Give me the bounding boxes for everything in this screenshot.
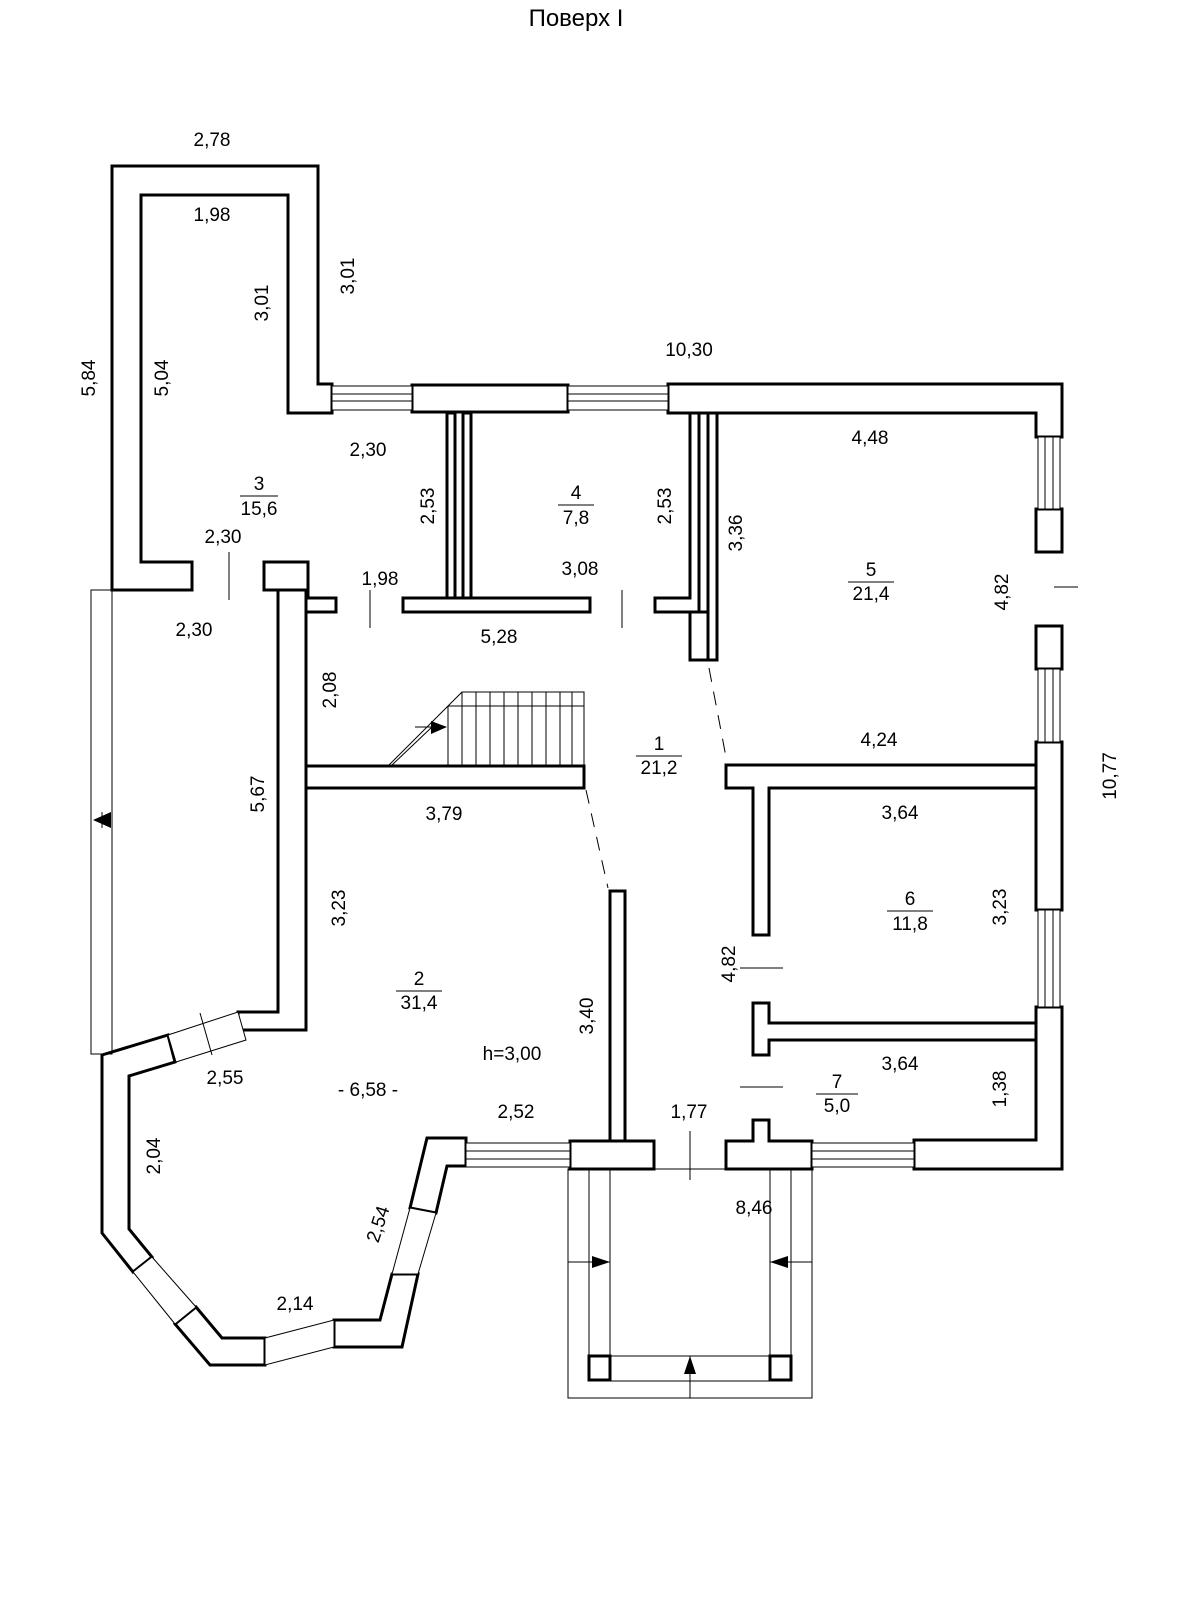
wall-east-3 (912, 1005, 1064, 1171)
wall-east-pier-2 (1034, 624, 1064, 671)
room-6-area: 11,8 (892, 914, 928, 935)
room-3-number: 3 (254, 474, 265, 495)
dim-label: 3,36 (726, 515, 747, 552)
wall-room3-outer (110, 164, 334, 592)
room-labels: 3 15,6 4 7,8 5 21,4 1 21,2 6 11,8 2 31,4… (240, 474, 933, 1117)
room-5-area: 21,4 (853, 584, 890, 605)
dim-label: 2,53 (655, 488, 676, 525)
room-2-number: 2 (414, 969, 425, 990)
stair (388, 691, 585, 766)
dim-label: 2,54 (363, 1203, 395, 1245)
dim-label: 2,52 (498, 1102, 535, 1123)
room-4-number: 4 (571, 483, 582, 504)
plan-title: Поверх I (529, 5, 624, 32)
room-7-area: 5,0 (824, 1096, 850, 1117)
wall-entrance-right (724, 1118, 814, 1171)
room-5-number: 5 (866, 560, 877, 581)
dim-label: 3,79 (426, 804, 463, 825)
dim-label: 3,01 (338, 258, 359, 295)
dim-label: 10,77 (1100, 752, 1121, 800)
wall-north-east (666, 382, 1064, 439)
dim-label: 2,30 (176, 620, 213, 641)
wall-corridor-top (401, 596, 592, 614)
room-1-number: 1 (654, 734, 665, 755)
wall-east-pier-1 (1034, 507, 1064, 554)
wall-room4-west (461, 411, 473, 600)
dim-label: 4,24 (861, 730, 898, 751)
dim-label: 4,48 (852, 428, 889, 449)
dim-label: 10,30 (665, 340, 713, 361)
dim-label: 3,01 (252, 285, 273, 322)
dim-label: 4,82 (719, 946, 740, 983)
wall-north-1 (410, 383, 570, 414)
dim-label: 2,14 (277, 1294, 314, 1315)
room-1-area: 21,2 (641, 758, 678, 779)
dim-label: 5,28 (481, 627, 518, 648)
room-7-number: 7 (832, 1072, 843, 1093)
wall-room6-7 (751, 1001, 1038, 1057)
dim-label: 3,08 (562, 559, 599, 580)
wall-room5-west (706, 411, 719, 662)
dim-label: 3,23 (329, 890, 350, 927)
wall-room4-east (653, 411, 701, 614)
room-4-area: 7,8 (563, 508, 589, 529)
porch (567, 1168, 813, 1399)
dim-label: 4,82 (992, 574, 1013, 611)
dim-label: 3,64 (882, 803, 919, 824)
wall-east-2 (1034, 740, 1064, 912)
dimension-labels: 2,78 1,98 3,01 3,01 5,84 5,04 10,30 2,30… (79, 130, 1121, 1315)
wall-entrance-left (568, 1139, 656, 1171)
dim-label: 3,64 (882, 1054, 919, 1075)
dim-label: 5,84 (79, 359, 100, 396)
dim-label: 3,40 (577, 998, 598, 1035)
dim-label: 1,77 (671, 1102, 708, 1123)
dim-label: 1,98 (362, 569, 399, 590)
door-marks (199, 552, 1078, 1180)
dim-label: 1,38 (990, 1071, 1011, 1108)
wall-bay-se (408, 1136, 468, 1215)
dim-label: 3,23 (990, 889, 1011, 926)
dim-label: - 6,58 - (338, 1080, 398, 1101)
wall-room2-east (608, 889, 627, 1143)
dim-label: 2,55 (207, 1068, 244, 1089)
wall-bay-sw (172, 1304, 267, 1367)
wall-bay-s (332, 1272, 420, 1349)
windows (132, 385, 1061, 1366)
dim-label: 1,98 (194, 205, 231, 226)
dim-label: 8,46 (736, 1198, 773, 1219)
dim-label: 2,30 (350, 440, 387, 461)
dim-label: 2,30 (205, 527, 242, 548)
wall-stair-bottom (304, 764, 586, 790)
dim-label: 5,04 (152, 359, 173, 396)
ramp (90, 589, 113, 1055)
wall-room5-stub (688, 610, 710, 662)
wall-room3-lower (445, 411, 457, 614)
wall-room5-6 (724, 763, 1038, 937)
dim-label: 2,08 (320, 672, 341, 709)
room-3-area: 15,6 (241, 499, 278, 520)
dim-label: 2,53 (418, 488, 439, 525)
dim-label: 5,67 (248, 776, 269, 813)
room-6-number: 6 (905, 889, 916, 910)
room-2-area: 31,4 (401, 993, 438, 1014)
dim-label: 2,78 (194, 130, 231, 151)
dim-label: 2,04 (144, 1137, 165, 1174)
ceiling-height: h=3,00 (483, 1044, 542, 1065)
